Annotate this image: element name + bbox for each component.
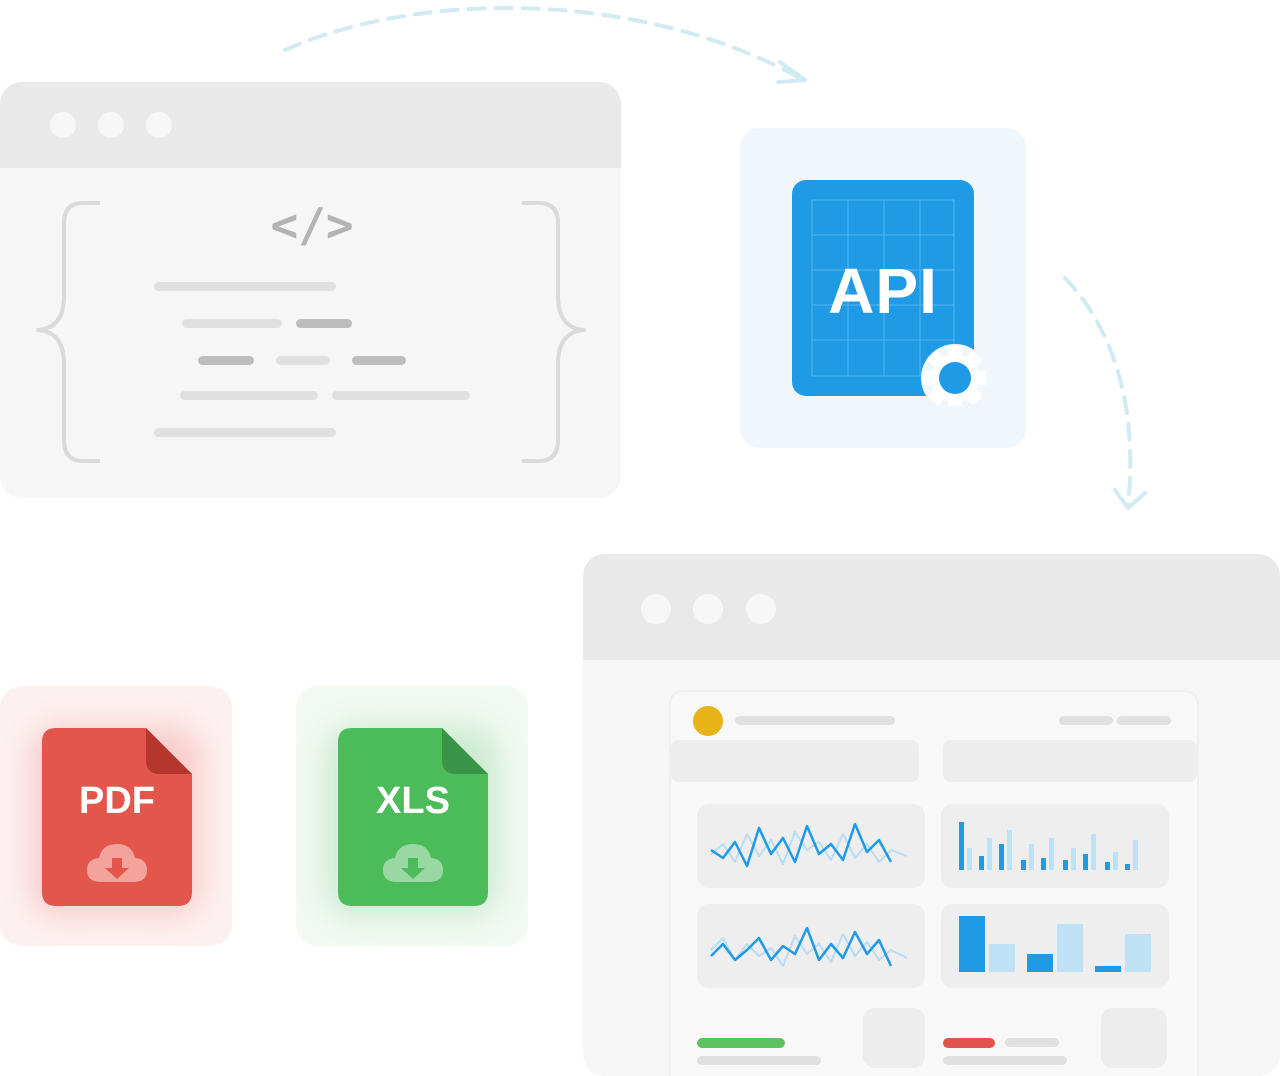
bar [1095, 966, 1121, 972]
window-dot [693, 594, 723, 624]
line-chart-card [697, 804, 925, 888]
progress-caption [697, 1056, 821, 1065]
bar-chart [959, 916, 1151, 972]
bar [979, 856, 984, 870]
bar [1125, 864, 1130, 870]
bar [1063, 860, 1068, 870]
line-chart-card [697, 904, 925, 988]
header-title-line [735, 716, 895, 725]
code-line [296, 319, 352, 328]
pdf-file-icon: PDF [42, 728, 192, 906]
window-dot [98, 112, 124, 138]
arrow-icon [1113, 488, 1147, 510]
arrow-api-to-dashboard [1063, 276, 1133, 507]
progress-track [1005, 1038, 1059, 1047]
progress-bar-green [697, 1038, 785, 1048]
bar-chart-card [941, 904, 1169, 988]
code-window: </> [0, 82, 621, 498]
bar [1029, 844, 1034, 870]
thumbnail-tile [1101, 1008, 1167, 1068]
window-dot [641, 594, 671, 624]
dashboard-window [583, 554, 1280, 1076]
xls-document-shape [338, 728, 488, 906]
bar [959, 916, 985, 972]
bar [959, 822, 964, 870]
header-action-line [1117, 716, 1171, 725]
bar [1105, 862, 1110, 870]
window-dot [146, 112, 172, 138]
bar [1041, 858, 1046, 870]
pdf-label: PDF [79, 780, 155, 822]
right-brace [522, 201, 586, 463]
code-line [154, 428, 336, 437]
progress-caption [943, 1056, 1067, 1065]
code-icon: </> [270, 198, 354, 252]
line-chart [710, 822, 908, 868]
arrow-code-to-api [283, 6, 802, 80]
line-chart [710, 926, 908, 967]
window-titlebar [0, 82, 621, 168]
chart-series-primary [710, 822, 893, 868]
chart-series-primary [710, 926, 893, 967]
code-line [352, 356, 406, 365]
bar [1091, 834, 1096, 870]
bar [1007, 830, 1012, 870]
summary-panel [943, 740, 1197, 782]
bar [1057, 924, 1083, 972]
bar [1133, 840, 1138, 870]
code-line [182, 319, 282, 328]
status-dot [693, 706, 723, 736]
api-label: API [828, 255, 938, 327]
code-line [276, 356, 330, 365]
code-line [332, 391, 470, 400]
code-line [154, 282, 336, 291]
curly-braces [36, 201, 586, 463]
bar [989, 944, 1015, 972]
window-dot [50, 112, 76, 138]
code-line [198, 356, 254, 365]
bar [1049, 838, 1054, 870]
left-brace [36, 201, 100, 463]
xls-card[interactable]: XLS [296, 686, 528, 946]
bar [1027, 954, 1053, 972]
chart-series-secondary [710, 933, 908, 967]
header-action-line [1059, 716, 1113, 725]
summary-panel [671, 740, 919, 782]
thumbnail-tile [863, 1008, 925, 1068]
window-titlebar [583, 554, 1280, 660]
bar [999, 844, 1004, 870]
xls-label: XLS [376, 780, 450, 822]
bar [1021, 860, 1026, 870]
cloud-download-icon [383, 844, 443, 882]
bar [1113, 852, 1118, 870]
xls-file-icon: XLS [338, 728, 488, 906]
bar [1083, 854, 1088, 870]
bar-chart-card [941, 804, 1169, 888]
dashboard-frame [669, 690, 1199, 1076]
chart-series-secondary [710, 831, 908, 865]
bar [1071, 848, 1076, 870]
cloud-download-icon [87, 844, 147, 882]
bar [967, 848, 972, 870]
bar [987, 838, 992, 870]
bar-chart [959, 822, 1138, 870]
pdf-card[interactable]: PDF [0, 686, 232, 946]
pdf-document-shape [42, 728, 192, 906]
window-dot [746, 594, 776, 624]
progress-bar-red [943, 1038, 995, 1048]
code-line [180, 391, 318, 400]
arrow-icon [776, 60, 807, 84]
bar [1125, 934, 1151, 972]
gear-icon [921, 344, 986, 406]
api-card: API [740, 128, 1026, 448]
